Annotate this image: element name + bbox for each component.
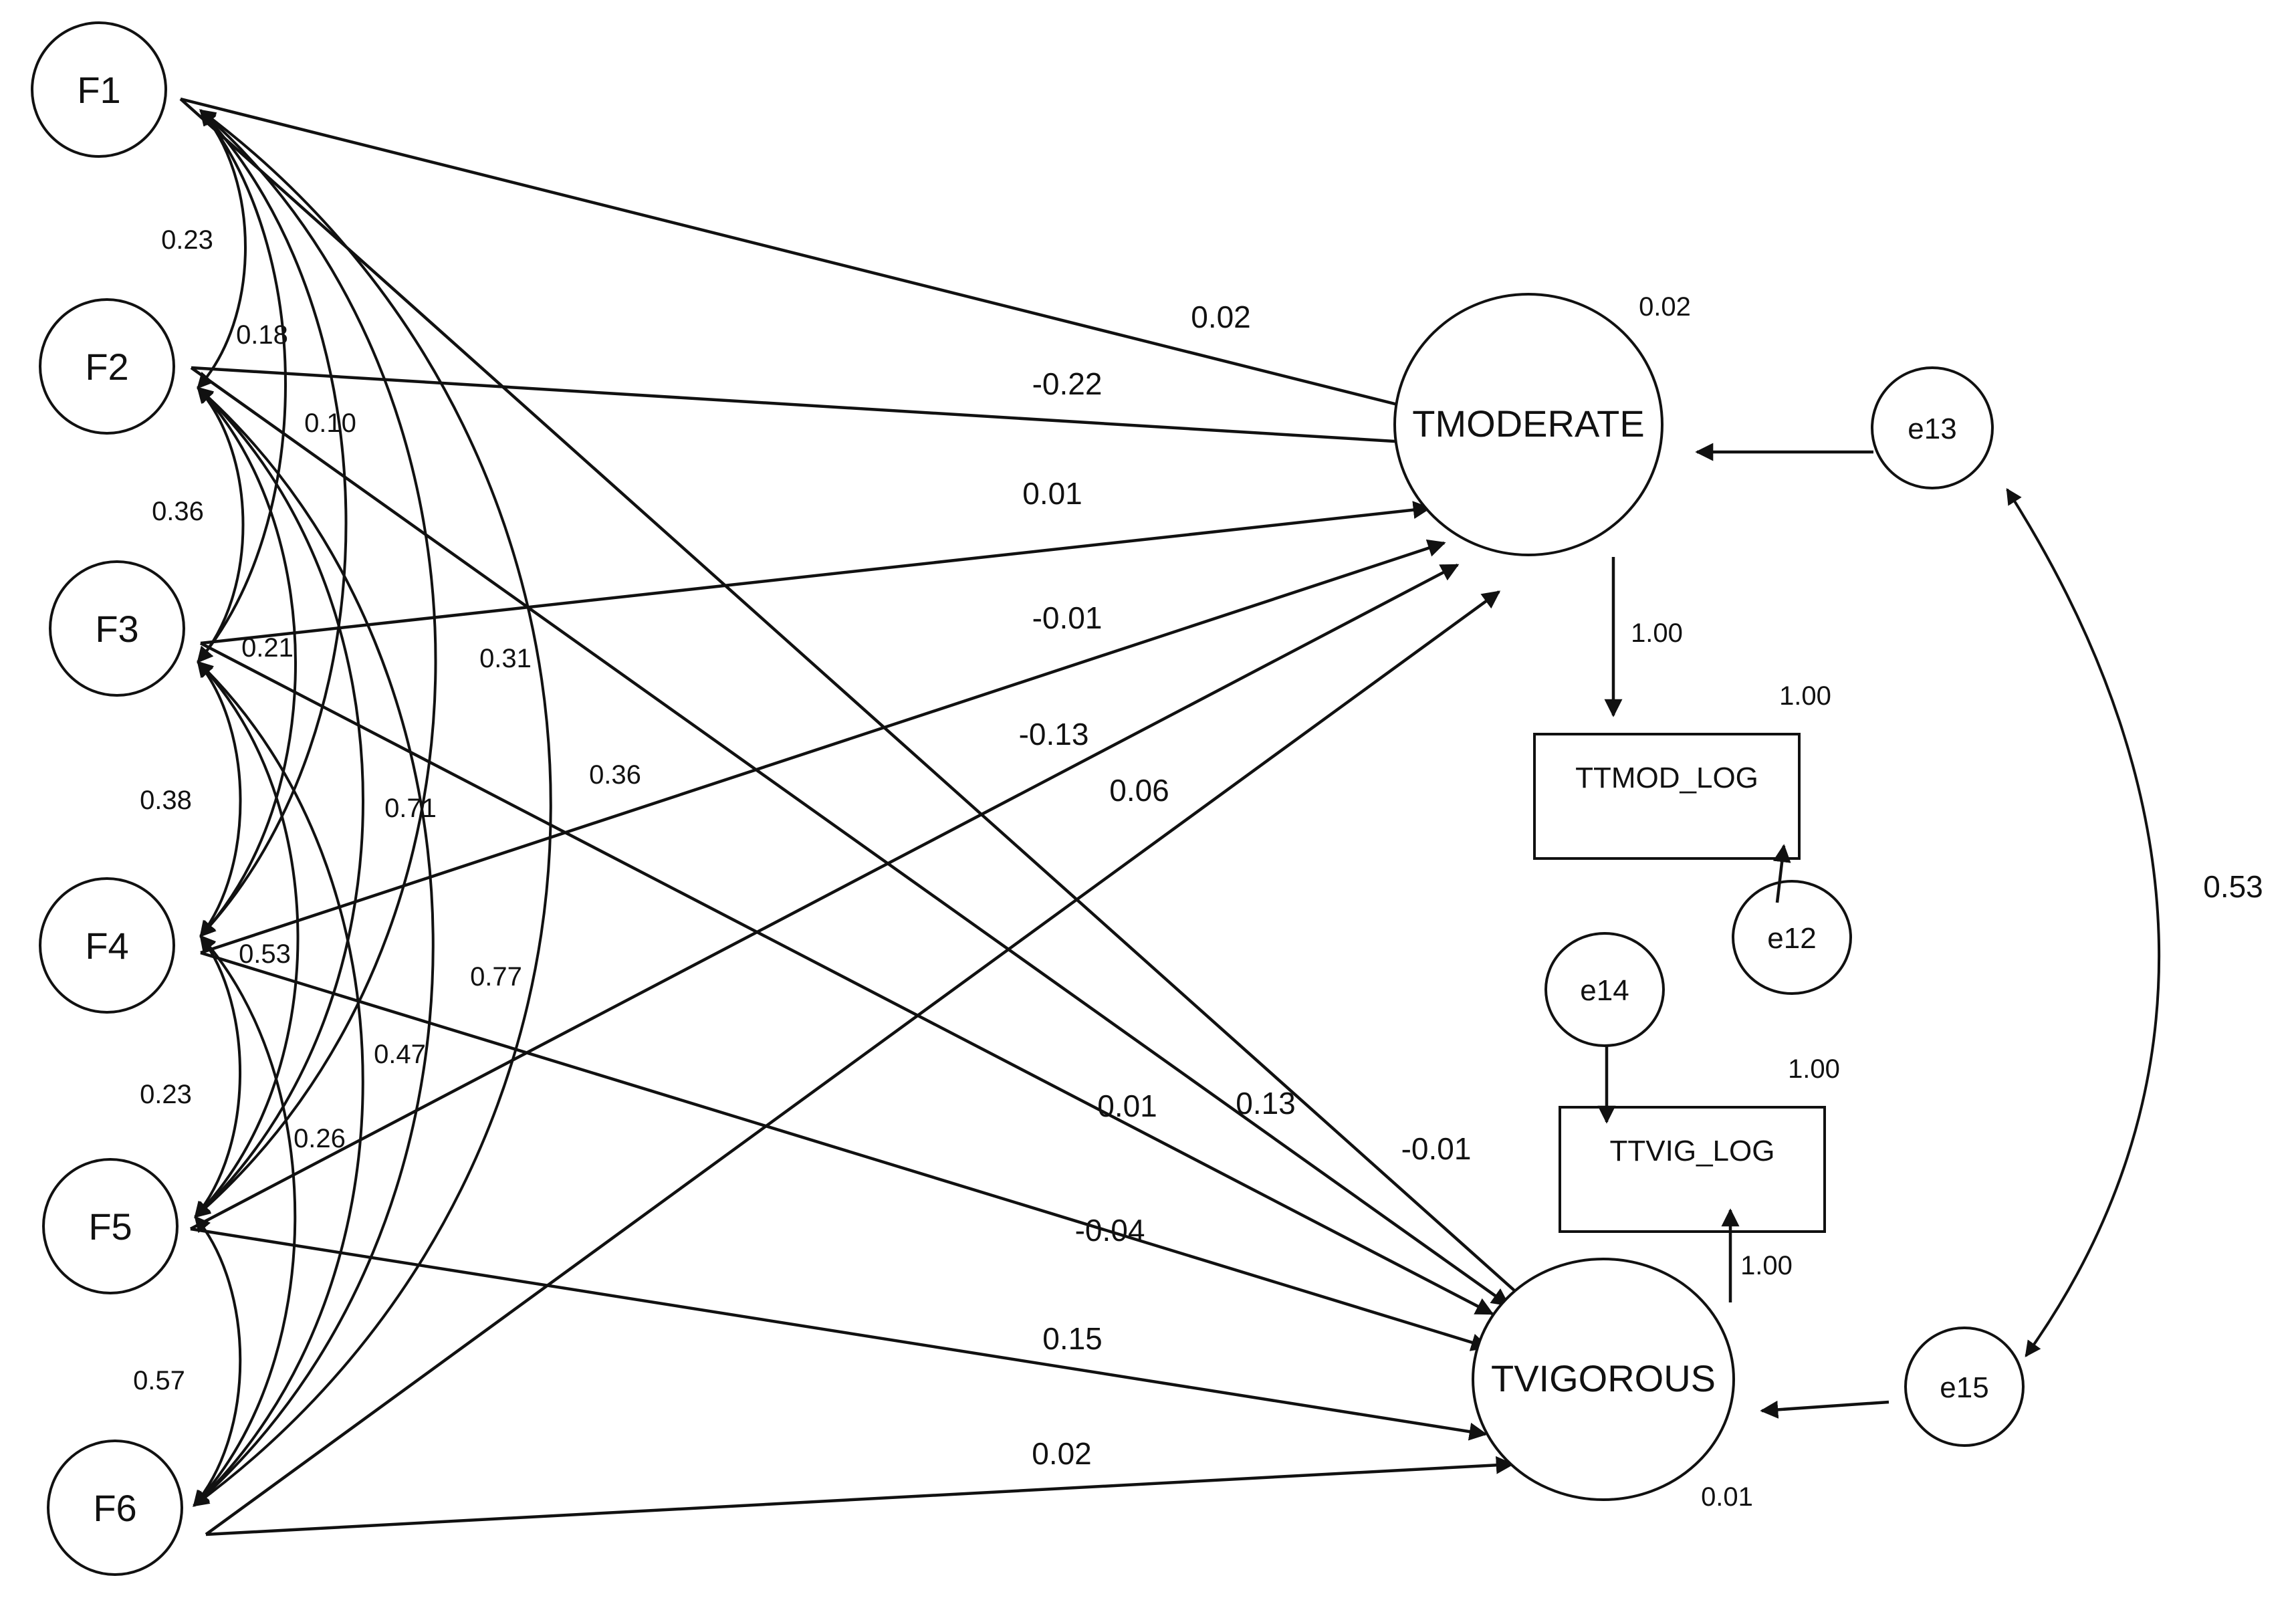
covariance-arc-f1-f5 bbox=[194, 109, 437, 1218]
cov-f1-f6: 0.36 bbox=[589, 760, 641, 790]
error-arrow-e15 bbox=[1760, 1400, 1889, 1419]
cov-f1-f3: 0.18 bbox=[236, 320, 288, 350]
regression-path-layer bbox=[179, 97, 1530, 1536]
covariance-arc-f3-f4 bbox=[197, 661, 242, 937]
error-e14: e14 bbox=[1544, 932, 1665, 1047]
path-f4-tvigorous bbox=[200, 951, 1490, 1351]
path-f4-tmoderate bbox=[200, 539, 1446, 955]
covariance-arc-f2-f6 bbox=[193, 386, 435, 1507]
coef-f2-tmod: -0.22 bbox=[1032, 366, 1103, 401]
factor-f4: F4 bbox=[39, 877, 175, 1014]
covariance-arc-f2-f3 bbox=[197, 386, 245, 663]
error-e14-label: e14 bbox=[1580, 974, 1629, 1007]
cov-f2-f4: 0.21 bbox=[241, 633, 294, 663]
indicator-ttvig-label: TTVIG_LOG bbox=[1610, 1135, 1775, 1167]
indicator-ttmod-variance: 1.00 bbox=[1779, 681, 1831, 711]
coef-f1-tvig: -0.01 bbox=[1401, 1131, 1472, 1166]
coef-f4-tvig: -0.04 bbox=[1075, 1213, 1145, 1248]
cov-f2-f5: 0.71 bbox=[384, 794, 437, 823]
factor-f3: F3 bbox=[49, 560, 185, 697]
latent-tmoderate-variance: 0.02 bbox=[1639, 292, 1691, 322]
coef-f2-tvig: 0.13 bbox=[1236, 1086, 1296, 1121]
cov-f4-f5: 0.23 bbox=[140, 1080, 192, 1109]
coef-f1-tmod: 0.02 bbox=[1191, 300, 1251, 334]
factor-f6: F6 bbox=[47, 1440, 183, 1576]
covariance-arc-f2-f4 bbox=[197, 386, 297, 937]
loading-tmod-coef: 1.00 bbox=[1631, 618, 1683, 648]
factor-f2: F2 bbox=[39, 298, 175, 435]
coef-labels-tvigorous: -0.01 0.13 0.01 -0.04 0.15 0.02 bbox=[1032, 1086, 1471, 1471]
covariance-e13-e15-value: 0.53 bbox=[2203, 869, 2263, 904]
error-e13-label: e13 bbox=[1908, 413, 1956, 445]
factor-f5-label: F5 bbox=[88, 1205, 132, 1248]
path-f6-tvigorous bbox=[205, 1456, 1514, 1536]
error-e15-label: e15 bbox=[1940, 1371, 1988, 1404]
path-f6-tmoderate bbox=[205, 590, 1501, 1536]
covariance-arc-f1-f3 bbox=[197, 109, 287, 663]
error-e15: e15 bbox=[1904, 1327, 2025, 1447]
path-f3-tvigorous bbox=[199, 642, 1494, 1315]
indicator-ttmod-label: TTMOD_LOG bbox=[1575, 762, 1758, 794]
cov-f3-f6: 0.47 bbox=[374, 1040, 426, 1069]
cov-f2-f3: 0.36 bbox=[152, 497, 204, 526]
coef-f5-tvig: 0.15 bbox=[1042, 1321, 1103, 1356]
coef-labels-tmoderate: 0.02 -0.22 0.01 -0.01 -0.13 0.06 bbox=[1019, 300, 1251, 808]
path-f2-tmoderate bbox=[191, 366, 1418, 451]
path-f5-tvigorous bbox=[190, 1227, 1488, 1441]
factor-f2-label: F2 bbox=[85, 346, 128, 388]
cov-f1-f5: 0.31 bbox=[479, 644, 532, 673]
indicator-ttmod-log: TTMOD_LOG 1.00 bbox=[1533, 681, 1831, 860]
coef-f3-tmod: 0.01 bbox=[1022, 476, 1082, 511]
factor-f6-label: F6 bbox=[93, 1487, 136, 1529]
factor-f1-label: F1 bbox=[77, 69, 120, 111]
coef-f3-tvig: 0.01 bbox=[1097, 1088, 1157, 1123]
covariance-arc-f3-f5 bbox=[194, 661, 300, 1218]
covariance-layer bbox=[193, 109, 552, 1507]
covariance-arc-f1-f2 bbox=[197, 109, 247, 389]
path-f5-tmoderate bbox=[189, 564, 1460, 1230]
covariance-e13-e15 bbox=[2006, 487, 2161, 1357]
path-f2-tvigorous bbox=[190, 366, 1510, 1306]
factor-f3-label: F3 bbox=[95, 608, 138, 650]
error-e12: e12 bbox=[1732, 880, 1852, 995]
cov-f5-f6: 0.57 bbox=[133, 1366, 185, 1395]
covariance-arc-f2-f5 bbox=[194, 386, 364, 1218]
coef-f4-tmod: -0.01 bbox=[1032, 600, 1103, 635]
indicator-ttvig-variance: 1.00 bbox=[1788, 1054, 1840, 1084]
error-e12-label: e12 bbox=[1767, 922, 1816, 955]
covariance-arc-f4-f6 bbox=[193, 935, 297, 1507]
covariance-arc-f3-f6 bbox=[193, 661, 364, 1507]
factor-f4-label: F4 bbox=[85, 925, 128, 967]
latent-tmoderate-label: TMODERATE bbox=[1412, 403, 1644, 445]
cov-f1-f2: 0.23 bbox=[161, 225, 213, 255]
indicator-ttvig-log: TTVIG_LOG 1.00 bbox=[1559, 1054, 1840, 1233]
error-e13: e13 bbox=[1871, 366, 1994, 489]
covariance-arc-f1-f4 bbox=[199, 109, 348, 937]
loading-tvig-coef: 1.00 bbox=[1740, 1251, 1793, 1280]
cov-f3-f4: 0.38 bbox=[140, 786, 192, 815]
coef-f5-tmod: -0.13 bbox=[1019, 717, 1089, 752]
cov-f2-f6: 0.77 bbox=[470, 962, 522, 992]
path-f1-tvigorous bbox=[179, 98, 1530, 1304]
factor-f1: F1 bbox=[31, 21, 167, 158]
cov-f3-f5: 0.53 bbox=[239, 939, 291, 969]
path-f1-tmoderate bbox=[180, 97, 1418, 415]
covariance-arc-f1-f6 bbox=[193, 109, 552, 1507]
latent-tvigorous-label: TVIGOROUS bbox=[1491, 1357, 1716, 1399]
covariance-arc-f5-f6 bbox=[193, 1216, 242, 1507]
latent-tvigorous: TVIGOROUS 0.01 bbox=[1472, 1258, 1753, 1512]
path-f3-tmoderate bbox=[200, 501, 1431, 645]
covariance-labels: 0.23 0.18 0.10 0.31 0.36 0.36 0.21 0.71 … bbox=[133, 225, 641, 1395]
error-arrow-e12 bbox=[1772, 844, 1791, 903]
cov-f1-f4: 0.10 bbox=[304, 409, 356, 438]
latent-tvigorous-variance: 0.01 bbox=[1701, 1482, 1753, 1512]
latent-tmoderate: TMODERATE 0.02 bbox=[1393, 292, 1691, 556]
coef-f6-tvig: 0.02 bbox=[1032, 1436, 1092, 1471]
cov-f4-f6: 0.26 bbox=[294, 1124, 346, 1153]
factor-f5: F5 bbox=[42, 1158, 179, 1294]
coef-f6-tmod: 0.06 bbox=[1109, 773, 1169, 808]
